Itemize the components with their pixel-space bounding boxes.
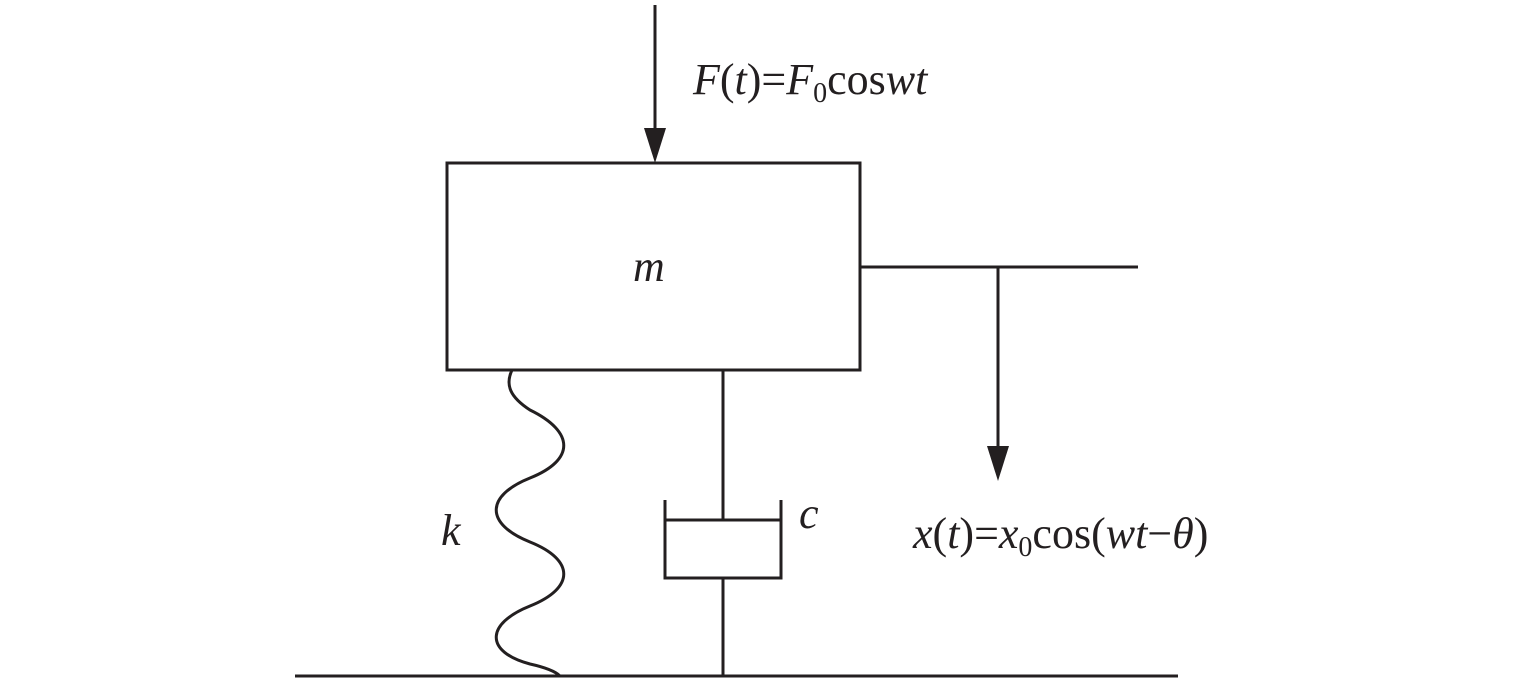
spring-label: k: [441, 506, 462, 555]
force-equation: F(t)=F0coswt: [692, 55, 929, 109]
force-arrow: [644, 5, 666, 163]
spring: [494, 369, 566, 678]
damper: [663, 370, 783, 676]
displacement-equation: x(t)=x0cos(wt−θ): [912, 509, 1208, 563]
mass-label: m: [633, 242, 665, 291]
damper-label: c: [799, 489, 819, 538]
displacement-arrow: [987, 267, 1009, 481]
